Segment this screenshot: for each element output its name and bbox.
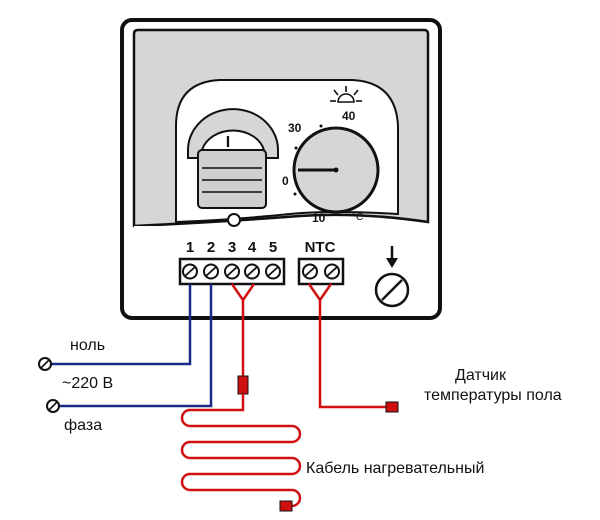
power-switch[interactable]: I <box>187 108 279 209</box>
dial-mark-40: 40 <box>342 109 356 123</box>
switch-on-mark: I <box>226 134 230 151</box>
terminal-screw[interactable] <box>302 263 318 280</box>
neutral-label: ноль <box>70 337 105 354</box>
cable-label: Кабель нагревательный <box>306 460 484 477</box>
dial-mark-0: 0 <box>282 174 289 188</box>
sensor-probe <box>385 401 399 413</box>
sensor-wire <box>307 283 386 409</box>
terminal-label-3: 3 <box>228 239 236 256</box>
terminal-label-1: 1 <box>186 239 194 256</box>
terminal-screw[interactable] <box>324 263 340 280</box>
neutral-terminal <box>38 357 52 371</box>
terminal-screw[interactable] <box>224 263 240 280</box>
terminal-screw[interactable] <box>265 263 281 280</box>
sensor-label-line1: Датчик <box>455 367 507 384</box>
dial-scale-dots <box>293 124 323 196</box>
terminal-screw[interactable] <box>203 263 219 280</box>
neutral-wire <box>50 284 192 366</box>
phase-label: фаза <box>64 417 102 434</box>
sun-icon <box>330 86 362 103</box>
sensor-label-line2: температуры пола <box>424 387 562 404</box>
dial-mark-10: 10 <box>312 211 326 225</box>
terminal-label-2: 2 <box>207 239 215 256</box>
power-wire-fork <box>230 283 256 376</box>
terminal-label-4: 4 <box>248 239 257 256</box>
phase-wire <box>58 284 213 408</box>
heating-cable <box>180 375 302 512</box>
temperature-dial[interactable] <box>292 126 380 214</box>
dial-mark-30: 30 <box>288 121 302 135</box>
terminal-screw[interactable] <box>182 263 198 280</box>
terminal-screws[interactable] <box>182 263 340 280</box>
phase-terminal <box>46 399 60 413</box>
calibration-screw[interactable] <box>374 246 410 308</box>
terminal-label-5: 5 <box>269 239 277 256</box>
dial-unit: °C <box>352 212 363 223</box>
indicator-led <box>227 213 241 227</box>
terminal-label-ntc: NTC <box>305 239 336 256</box>
voltage-label: ~220 В <box>62 375 113 392</box>
terminal-screw[interactable] <box>244 263 260 280</box>
